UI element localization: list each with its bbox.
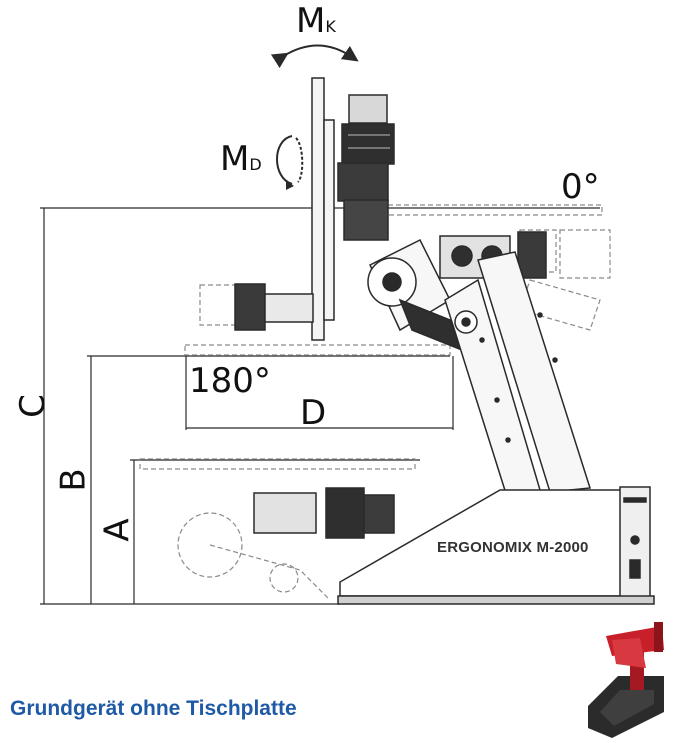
angle-0-label: 0° — [561, 167, 600, 207]
caption: Grundgerät ohne Tischplatte — [10, 697, 297, 720]
mk-label: MK — [296, 1, 336, 41]
dimension-lines — [40, 207, 600, 605]
gearbox-top — [439, 231, 547, 279]
base-housing — [337, 486, 655, 605]
dimension-b-label: B — [53, 468, 94, 492]
md-rotation-arrow — [276, 135, 304, 190]
dimension-a-label: A — [97, 518, 138, 542]
md-label: MD — [220, 139, 262, 179]
lifting-column — [444, 251, 591, 501]
angle-180-label: 180° — [189, 361, 271, 401]
pivot-arm — [367, 238, 464, 352]
table-low-outline — [139, 458, 416, 601]
dimension-c-label: C — [12, 394, 53, 418]
gearbox-180 — [234, 283, 314, 331]
model-name-label: ERGONOMIX M-2000 — [437, 539, 589, 556]
product-photo-thumbnail-icon — [588, 622, 664, 738]
drive-motor — [337, 94, 395, 241]
turn-plate — [311, 77, 335, 341]
lower-drive — [253, 487, 395, 539]
mk-rotation-arrow — [270, 44, 359, 69]
dimension-d-label: D — [300, 393, 327, 433]
